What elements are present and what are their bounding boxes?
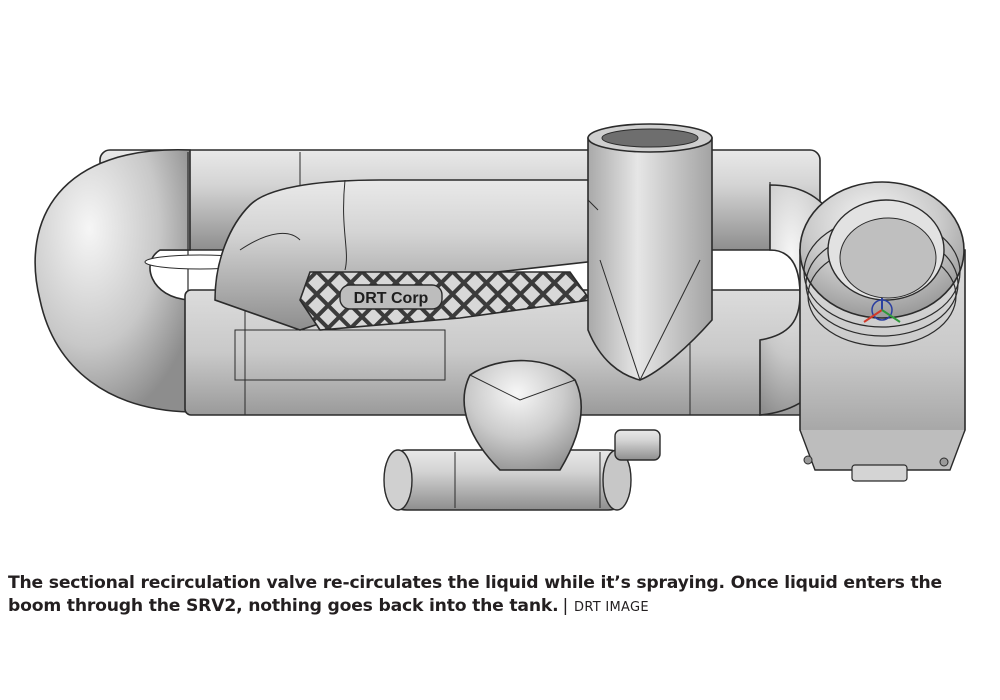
lattice-window: DRT Corp: [299, 271, 592, 331]
caption-separator: |: [562, 596, 569, 616]
left-elbow: [34, 149, 256, 413]
drt-corp-logo: DRT Corp: [354, 290, 429, 307]
ball-valve-body: [463, 359, 661, 471]
threaded-outlet: [799, 181, 966, 482]
bottom-tee: [383, 449, 632, 511]
image-credit: DRT IMAGE: [574, 600, 649, 615]
orientation-triad-icon: [863, 298, 901, 323]
caption-text: The sectional recirculation valve re-cir…: [8, 573, 942, 616]
valve-render-image: DRT Corp: [34, 123, 966, 511]
top-inlet: [587, 123, 713, 382]
figure-caption: The sectional recirculation valve re-cir…: [8, 572, 998, 619]
